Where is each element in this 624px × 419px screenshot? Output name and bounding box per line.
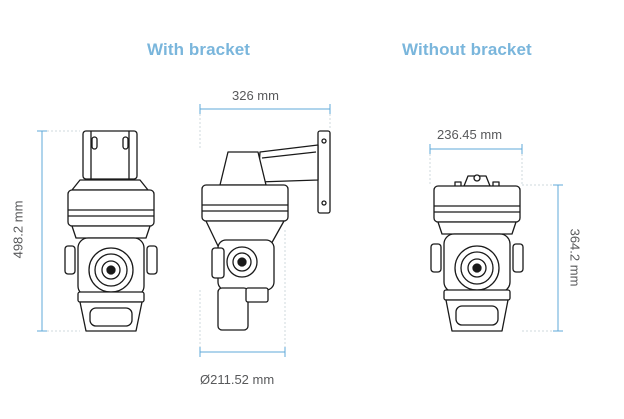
dimension-lines [37, 104, 563, 357]
dim-diameter: Ø211.52 mm [200, 372, 275, 387]
dim-bracket-depth: 326 mm [232, 88, 279, 103]
camera-front-with-bracket [64, 130, 158, 332]
camera-side-with-bracket [201, 130, 331, 331]
heading-without-bracket: Without bracket [402, 40, 532, 59]
camera-front-without-bracket [430, 174, 524, 332]
dim-width-without-bracket: 236.45 mm [437, 127, 503, 142]
heading-with-bracket: With bracket [147, 40, 251, 59]
